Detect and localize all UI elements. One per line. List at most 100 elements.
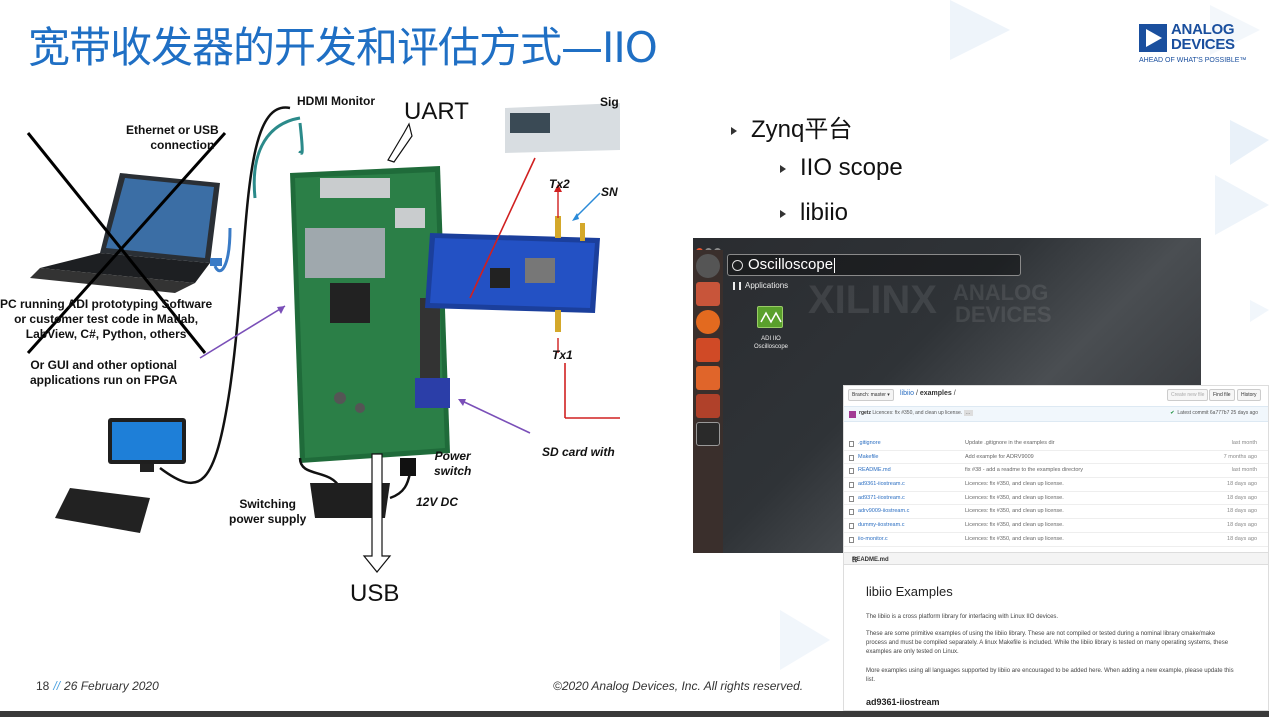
search-value: Oscilloscope: [748, 256, 833, 273]
branch-selector[interactable]: Branch: master ▾: [848, 389, 894, 401]
github-toolbar: Branch: master ▾ libiio / examples / Cre…: [844, 386, 1268, 404]
uart-label: UART: [404, 98, 469, 126]
readme-header: ☷ README.md: [844, 552, 1268, 565]
search-icon: [732, 260, 743, 271]
file-icon: [849, 468, 854, 474]
latest-commit-info[interactable]: ✔Latest commit 6a777b7 25 days ago: [1170, 410, 1258, 416]
create-new-file-button[interactable]: Create new file: [1167, 389, 1208, 401]
oscilloscope-app-label[interactable]: ADI IIO Oscilloscope: [745, 335, 797, 351]
oscilloscope-app-icon[interactable]: [757, 306, 783, 328]
file-age: last month: [1232, 437, 1257, 450]
signal-generator-label: Sig: [600, 95, 619, 110]
file-name-link[interactable]: dummy-iiostream.c: [858, 519, 904, 532]
file-name-link[interactable]: ad9361-iiostream.c: [858, 478, 905, 491]
dash-search-input[interactable]: Oscilloscope: [727, 254, 1021, 276]
file-name-link[interactable]: adrv9009-iiostream.c: [858, 505, 909, 518]
readme-section-heading: ad9361-iiostream: [866, 697, 940, 707]
ethernet-label: Ethernet or USB connection: [126, 123, 219, 153]
logo-wordmark: ANALOG DEVICES: [1171, 22, 1235, 52]
tx1-label: Tx1: [552, 348, 573, 363]
readme-title: libiio Examples: [866, 584, 953, 599]
table-row[interactable]: Makefile Add example for ADRV9009 7 months…: [844, 451, 1268, 465]
file-list: .gitignore Update .gitignore in the examp…: [844, 437, 1268, 547]
power-switch-label: Power switch: [434, 449, 471, 479]
file-icon: [849, 496, 854, 502]
readme-paragraph-3: More examples using all languages suppor…: [866, 667, 1236, 685]
breadcrumb-dir: examples: [920, 390, 952, 397]
bullet-icon: [780, 210, 786, 218]
file-age: 18 days ago: [1227, 519, 1257, 532]
footer-page-info: 18//26 February 2020: [36, 679, 159, 693]
file-icon: [849, 509, 854, 515]
history-button[interactable]: History: [1237, 389, 1261, 401]
firefox-icon[interactable]: [696, 310, 720, 334]
wallpaper-devices-text: DEVICES: [955, 302, 1052, 328]
files-icon[interactable]: [696, 282, 720, 306]
table-row[interactable]: adrv9009-iiostream.c Licences: fix #350, …: [844, 505, 1268, 519]
bullet-iio-scope: IIO scope: [780, 154, 903, 182]
ubuntu-dash-icon[interactable]: [696, 254, 720, 278]
sd-card-label: SD card with: [542, 445, 615, 460]
sn-label: SN: [601, 185, 618, 200]
analog-devices-logo: ANALOG DEVICES AHEAD OF WHAT'S POSSIBLE™: [1139, 22, 1249, 70]
breadcrumb: libiio / examples /: [900, 390, 956, 397]
footer-date: 26 February 2020: [64, 679, 159, 693]
table-row[interactable]: .gitignore Update .gitignore in the examp…: [844, 437, 1268, 451]
bottom-bar: [0, 711, 1269, 717]
file-name-link[interactable]: README.md: [858, 464, 891, 477]
file-icon: [849, 441, 854, 447]
logo-mark-icon: [1139, 24, 1167, 52]
pc-software-label: PC running ADI prototyping Software or c…: [0, 297, 212, 342]
file-icon: [849, 455, 854, 461]
hardware-setup-diagram: HDMI Monitor UART Sig Ethernet or USB co…: [0, 88, 620, 628]
file-commit-message[interactable]: Update .gitignore in the examples dir: [965, 437, 1055, 450]
file-age: 7 months ago: [1224, 451, 1257, 464]
unity-launcher: [693, 250, 723, 553]
file-commit-message[interactable]: Licences: fix #350, and clean up license…: [965, 478, 1064, 491]
fpga-gui-label: Or GUI and other optional applications r…: [30, 358, 177, 388]
github-examples-page: Branch: master ▾ libiio / examples / Cre…: [843, 385, 1269, 711]
file-name-link[interactable]: ad9371-iiostream.c: [858, 492, 905, 505]
bullet-icon: [780, 165, 786, 173]
power-supply-label: Switching power supply: [229, 497, 306, 527]
table-row[interactable]: ad9361-iiostream.c Licences: fix #350, an…: [844, 478, 1268, 492]
file-commit-message[interactable]: Licences: fix #350, and clean up license…: [965, 492, 1064, 505]
bullet-zynq: Zynq平台: [731, 109, 852, 144]
file-commit-message[interactable]: Licences: fix #350, and clean up license…: [965, 505, 1064, 518]
table-row[interactable]: README.md fix #38 - add a readme to the e…: [844, 464, 1268, 478]
file-age: last month: [1232, 464, 1257, 477]
usb-label: USB: [350, 580, 399, 608]
settings-icon[interactable]: [696, 394, 720, 418]
file-commit-message[interactable]: Licences: fix #350, and clean up license…: [965, 519, 1064, 532]
table-row[interactable]: iio-monitor.c Licences: fix #350, and cle…: [844, 533, 1268, 547]
file-age: 18 days ago: [1227, 492, 1257, 505]
file-name-link[interactable]: iio-monitor.c: [858, 533, 888, 546]
readme-paragraph-2: These are some primitive examples of usi…: [866, 630, 1236, 657]
ubuntu-one-icon[interactable]: [696, 366, 720, 390]
commit-message[interactable]: rgetz Licences: fix #350, and clean up l…: [859, 410, 973, 416]
file-age: 18 days ago: [1227, 478, 1257, 491]
file-name-link[interactable]: Makefile: [858, 451, 878, 464]
file-icon: [849, 523, 854, 529]
hdmi-monitor-label: HDMI Monitor: [297, 94, 375, 109]
terminal-icon[interactable]: [696, 422, 720, 446]
file-name-link[interactable]: .gitignore: [858, 437, 881, 450]
bullet-icon: [731, 127, 737, 135]
table-row[interactable]: ad9371-iiostream.c Licences: fix #350, an…: [844, 492, 1268, 506]
file-commit-message[interactable]: Add example for ADRV9009: [965, 451, 1034, 464]
logo-tagline: AHEAD OF WHAT'S POSSIBLE™: [1139, 57, 1246, 64]
wallpaper-xilinx-text: XILINX: [808, 278, 937, 323]
latest-commit-bar: rgetz Licences: fix #350, and clean up l…: [844, 406, 1268, 422]
file-age: 18 days ago: [1227, 533, 1257, 546]
software-center-icon[interactable]: [696, 338, 720, 362]
file-commit-message[interactable]: fix #38 - add a readme to the examples d…: [965, 464, 1083, 477]
applications-header: Applications: [733, 281, 788, 290]
file-commit-message[interactable]: Licences: fix #350, and clean up license…: [965, 533, 1064, 546]
check-icon: ✔: [1170, 410, 1174, 416]
applications-icon: [733, 282, 741, 290]
table-row[interactable]: dummy-iiostream.c Licences: fix #350, and…: [844, 519, 1268, 533]
breadcrumb-repo-link[interactable]: libiio: [900, 390, 914, 397]
avatar: [849, 411, 856, 418]
find-file-button[interactable]: Find file: [1209, 389, 1235, 401]
readme-paragraph-1: The libiio is a cross platform library f…: [866, 613, 1236, 622]
